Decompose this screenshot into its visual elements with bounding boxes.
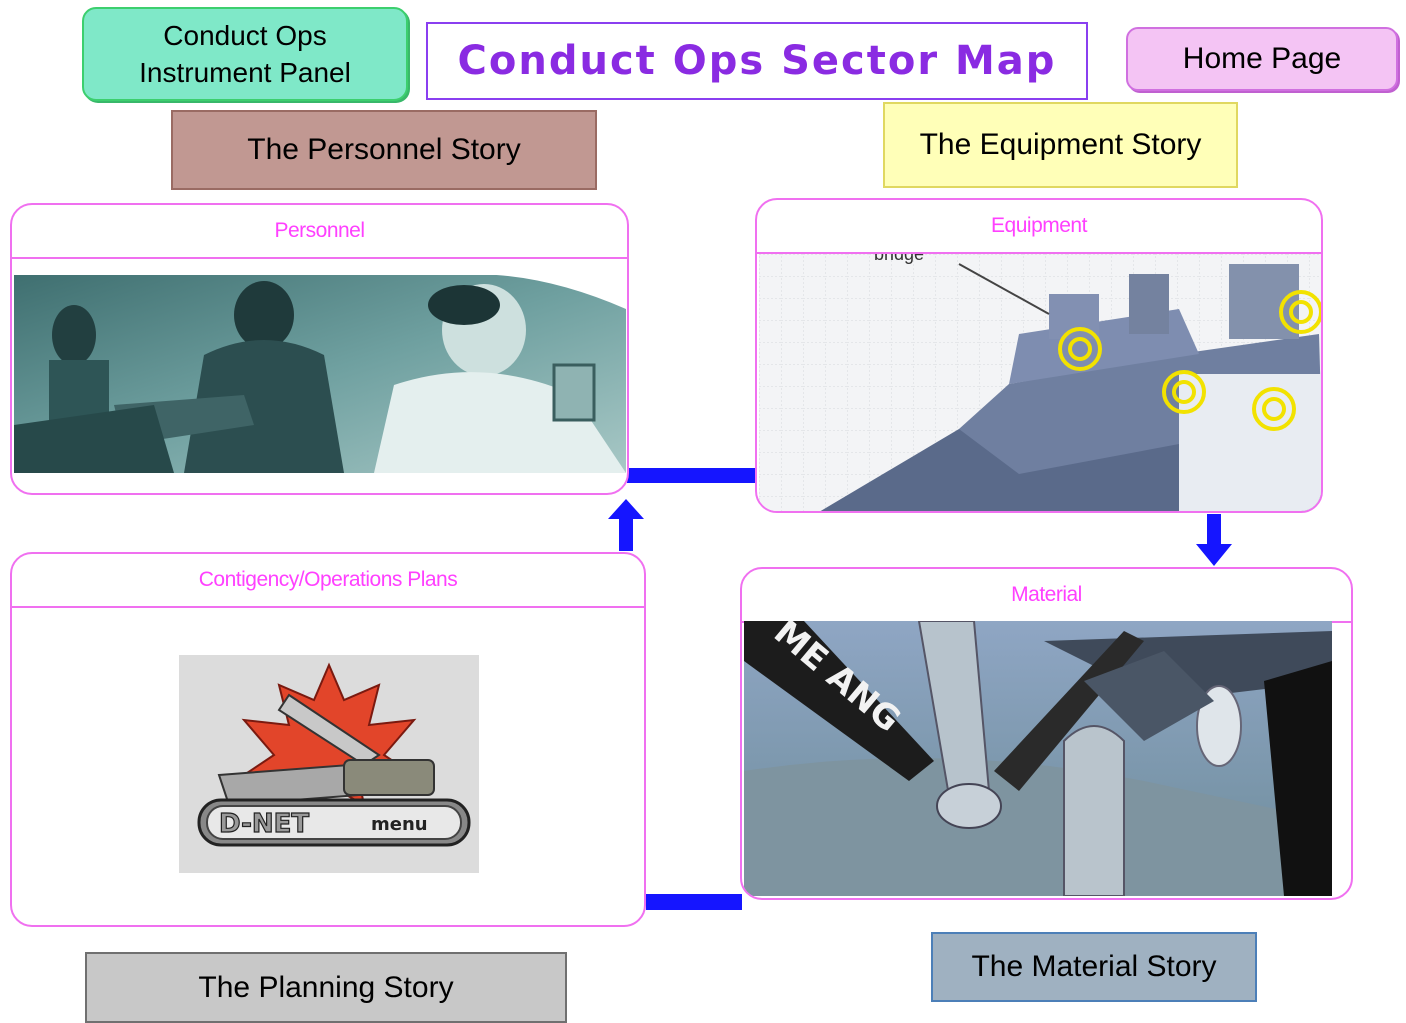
personnel-story-button[interactable]: The Personnel Story	[171, 110, 597, 190]
arrow-down-icon	[1196, 514, 1232, 566]
material-panel-title: Material	[742, 569, 1351, 623]
material-refuel-photo: ME ANG	[744, 621, 1332, 896]
material-panel[interactable]: Material ME ANG	[740, 567, 1353, 900]
equipment-panel-title: Equipment	[757, 200, 1321, 254]
planning-story-button[interactable]: The Planning Story	[85, 952, 567, 1023]
equipment-panel[interactable]: Equipment bridge	[755, 198, 1323, 513]
page-title: Conduct Ops Sector Map	[426, 22, 1088, 100]
material-story-button[interactable]: The Material Story	[931, 932, 1257, 1002]
personnel-panel[interactable]: Personnel	[10, 203, 629, 495]
connector-personnel-equipment	[627, 468, 757, 483]
home-page-button[interactable]: Home Page	[1126, 27, 1398, 91]
personnel-photo	[14, 275, 626, 473]
equipment-story-button[interactable]: The Equipment Story	[883, 102, 1238, 188]
instrument-panel-button[interactable]: Conduct Ops Instrument Panel	[82, 7, 408, 101]
equipment-ship-photo: bridge	[759, 254, 1321, 511]
personnel-panel-title: Personnel	[12, 205, 627, 259]
ship-bridge-label: bridge	[874, 254, 924, 264]
plans-panel-title: Contigency/Operations Plans	[12, 554, 644, 608]
dnet-menu-logo[interactable]: D-NET menu	[179, 655, 479, 873]
plans-panel[interactable]: Contigency/Operations Plans D-NET menu	[10, 552, 646, 927]
dnet-logo-text: D-NET	[219, 809, 309, 839]
arrow-up-icon	[608, 499, 644, 551]
connector-plans-material	[646, 894, 742, 910]
dnet-logo-menu-text: menu	[371, 814, 428, 835]
